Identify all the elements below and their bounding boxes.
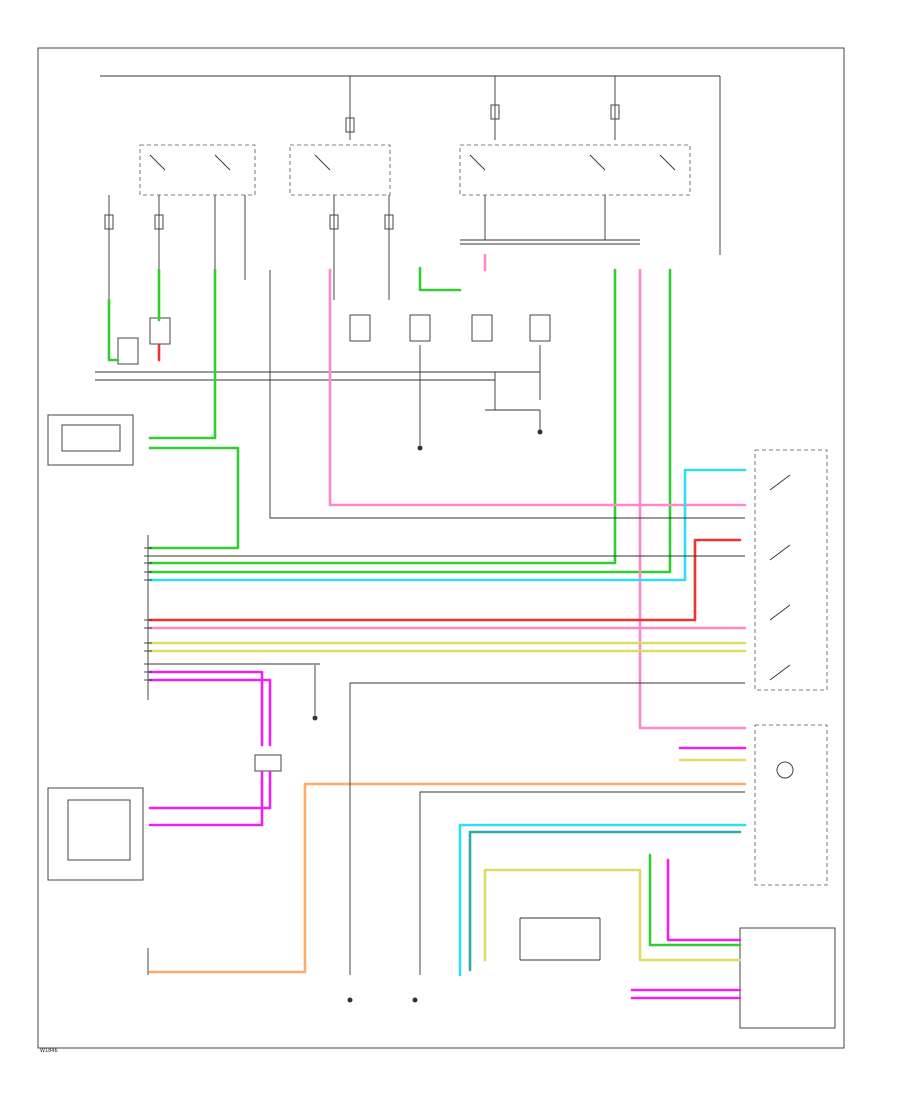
lamp	[529, 314, 551, 342]
fuse-bus	[100, 75, 721, 255]
indicator-lamp	[776, 761, 794, 779]
fog-lamp-switch-box	[754, 724, 828, 886]
relay-box	[459, 144, 691, 196]
wire-cyan	[148, 468, 747, 977]
fuse	[610, 104, 620, 120]
relay-feeds	[108, 195, 606, 340]
junction-block	[254, 754, 282, 772]
module-box	[47, 414, 134, 466]
fuse	[345, 117, 355, 133]
harness-bar	[460, 239, 640, 245]
wire-orange	[148, 782, 747, 974]
fuse	[490, 104, 500, 120]
ground-symbols	[312, 429, 543, 1003]
lamp	[471, 314, 493, 342]
wire-pink	[148, 253, 747, 730]
lamp	[349, 314, 371, 342]
wire-teal	[468, 830, 742, 972]
right-components	[739, 449, 836, 1029]
wire-yellow	[148, 641, 747, 962]
left-module	[47, 414, 134, 466]
lamp-group	[117, 314, 551, 365]
relay-box	[139, 144, 256, 196]
lamp	[117, 337, 139, 365]
fuse-group	[104, 104, 620, 230]
pin-ticks	[144, 547, 152, 681]
cluster-inner	[67, 799, 131, 861]
lamp	[149, 317, 171, 345]
module-inner	[61, 424, 121, 452]
instrument-cluster	[47, 787, 144, 881]
lamp	[409, 314, 431, 342]
wire-black-gray	[150, 270, 745, 975]
ground-rails	[95, 345, 541, 445]
wire-magenta	[148, 670, 747, 1000]
headlamp-switch-box	[754, 449, 828, 691]
wire-green	[107, 266, 742, 947]
lower-switch	[519, 917, 601, 961]
bcm-box	[739, 927, 836, 1029]
relay-box	[289, 144, 391, 196]
relay-group	[139, 144, 691, 196]
wire-red	[148, 343, 742, 622]
footer-code: W1846	[40, 1048, 58, 1054]
cluster-box	[47, 787, 144, 881]
diagram-frame	[37, 47, 845, 1049]
